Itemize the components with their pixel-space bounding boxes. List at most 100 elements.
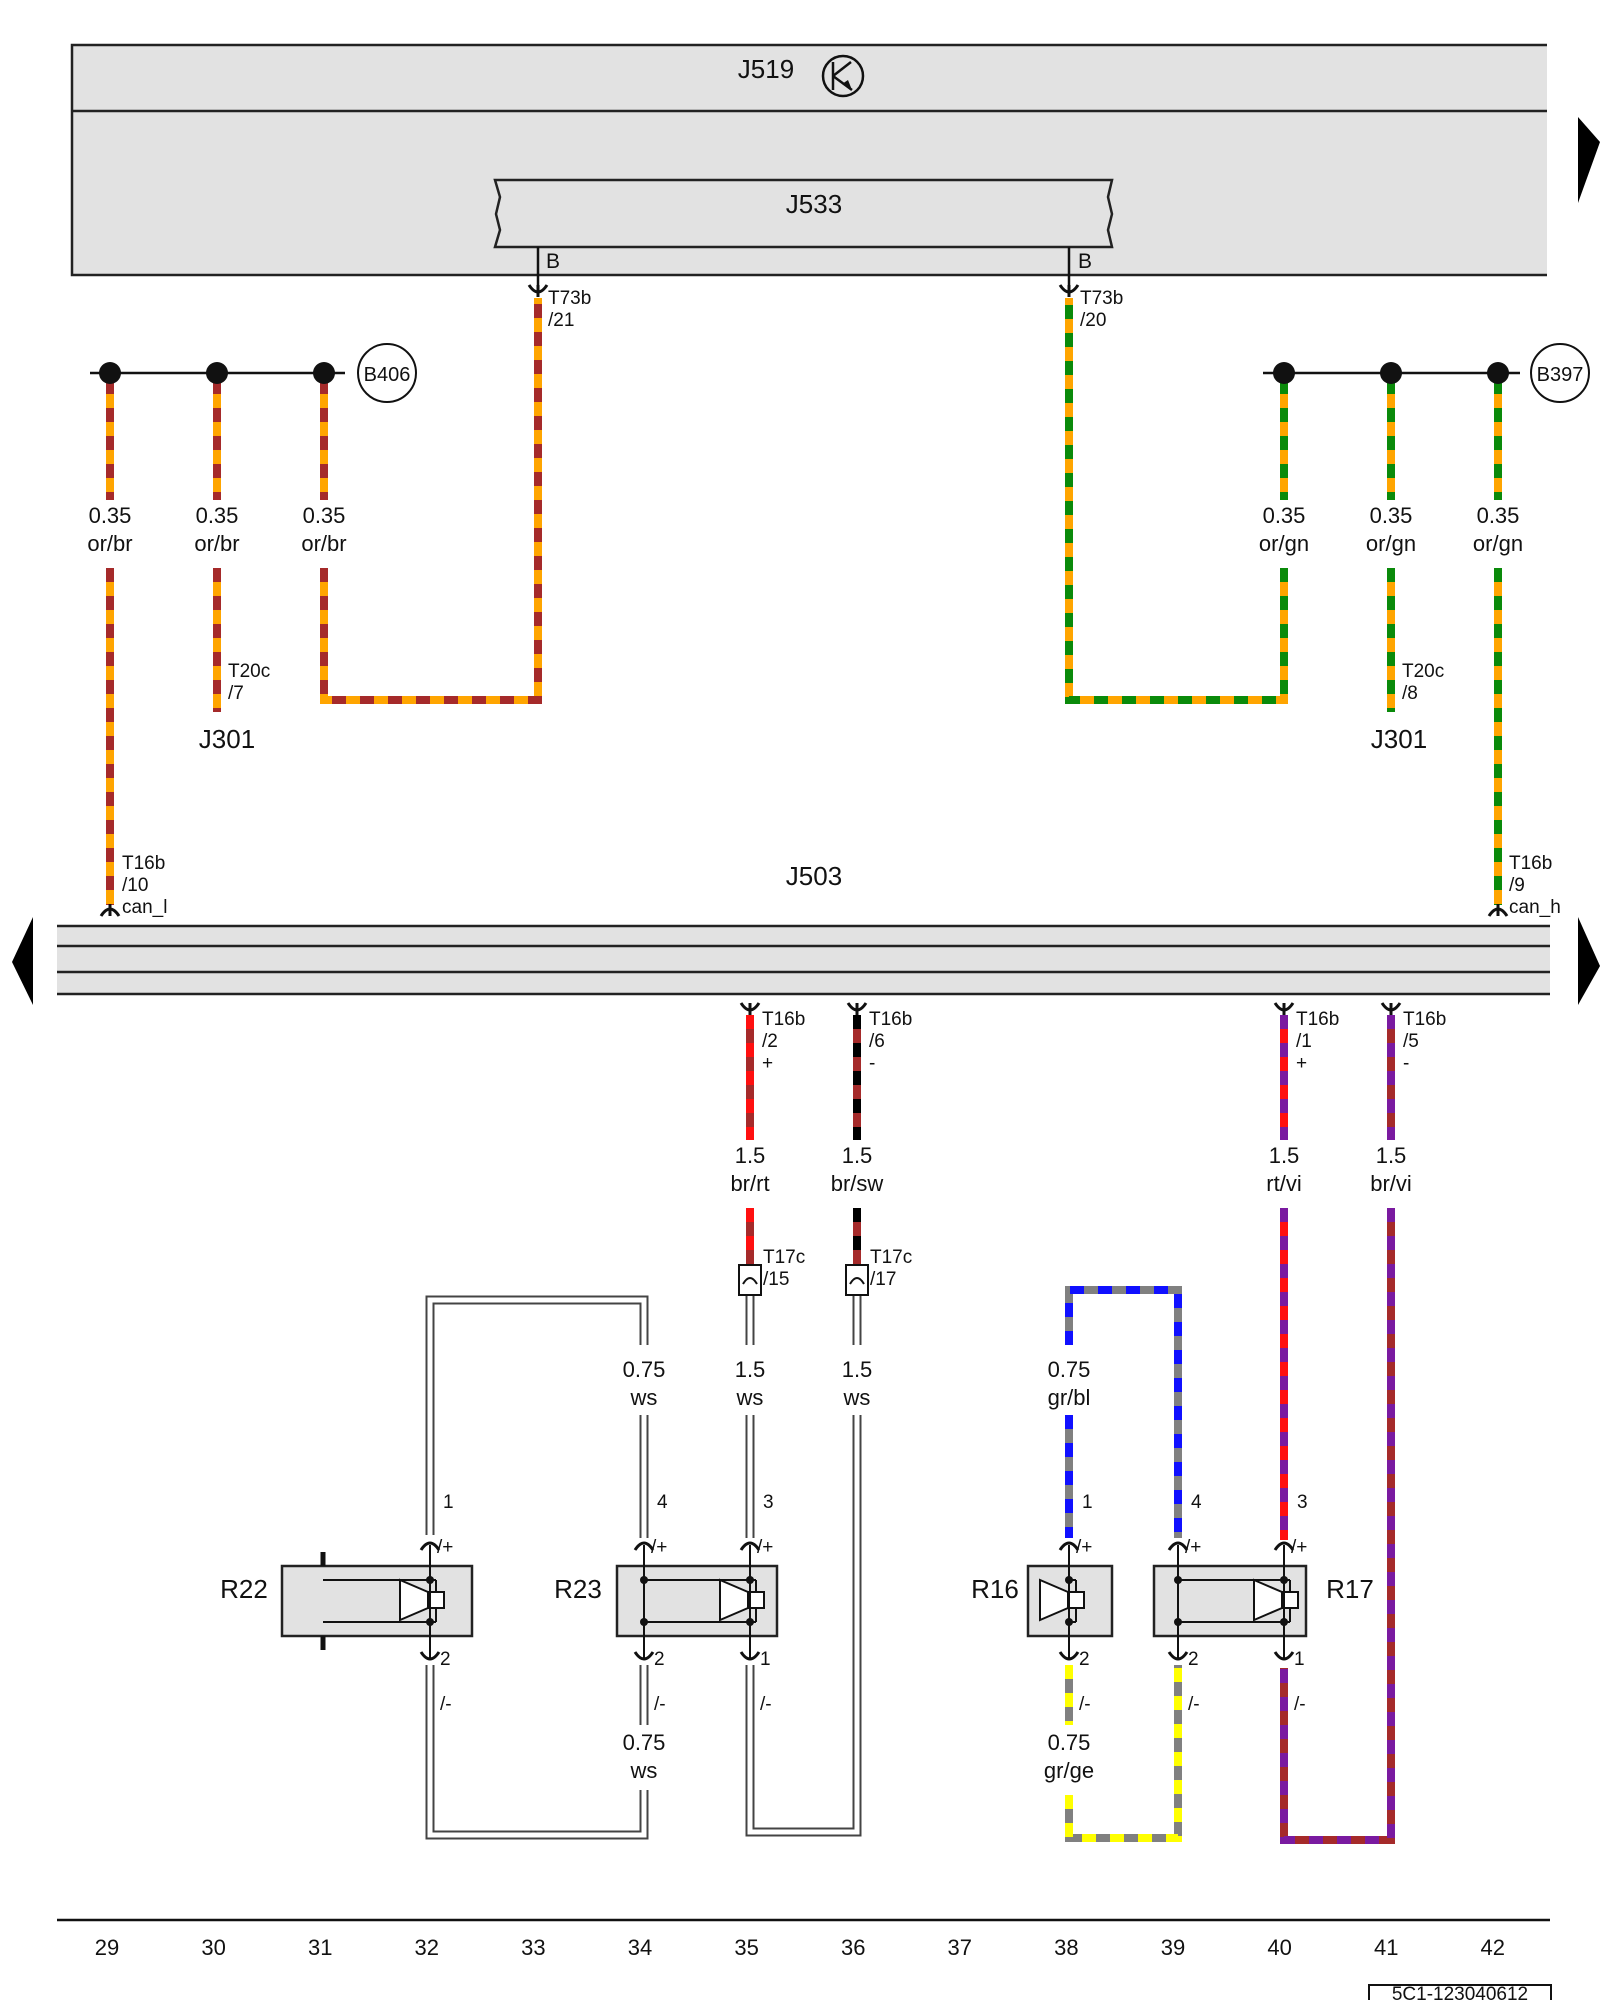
wire-w1-gauge: 0.35 <box>89 503 132 528</box>
speaker-r23-sign-bot2: /- <box>760 1694 772 1715</box>
connector-t20c-7-line0: T20c <box>228 661 270 682</box>
j503-bus: J503 <box>57 861 1550 996</box>
wire-w12-gauge: 1.5 <box>735 1357 766 1382</box>
connector-cup-icon <box>633 1651 655 1661</box>
connector-box-icon <box>845 1264 869 1296</box>
j519-label: J519 <box>738 54 794 84</box>
connector-cup-icon <box>1058 1541 1080 1551</box>
column-number: 30 <box>201 1935 225 1960</box>
speaker-r23-pin-top: 4 <box>657 1492 668 1513</box>
speaker-r23-label: R23 <box>554 1574 602 1604</box>
connector-t16b-9-line1: /9 <box>1509 875 1525 896</box>
wire-w15-gauge: 0.75 <box>623 1730 666 1755</box>
wire-w11-upper-core <box>427 1297 647 1535</box>
speaker-cone <box>719 1578 749 1622</box>
column-number: 36 <box>841 1935 865 1960</box>
wire-w16-color: gr/ge <box>1044 1758 1094 1783</box>
connector-cup-icon <box>849 1277 865 1285</box>
speaker-magnet <box>1067 1591 1085 1609</box>
connector-t17c-15-line1: /15 <box>763 1269 789 1290</box>
connector-cup-icon <box>1167 1541 1189 1551</box>
connector-t16b-2-line1: /2 <box>762 1031 778 1052</box>
speaker-r16-pin-top: 1 <box>1082 1492 1093 1513</box>
column-number: 40 <box>1267 1935 1291 1960</box>
column-number: 29 <box>95 1935 119 1960</box>
wire-w8-gauge: 1.5 <box>842 1143 873 1168</box>
column-number: 34 <box>628 1935 652 1960</box>
connector-cup-icon <box>739 1651 761 1661</box>
speaker-cone <box>399 1578 429 1622</box>
wire-w15-color: ws <box>630 1758 658 1783</box>
j503-label: J503 <box>786 861 842 891</box>
wire-w15-lower <box>425 1665 649 1840</box>
connector-t16b-9-line0: T16b <box>1509 853 1552 874</box>
b406-label: B406 <box>364 364 411 386</box>
wire-w1-color: or/br <box>87 531 132 556</box>
triangle-icon[interactable] <box>1578 117 1600 203</box>
wire-w13-lower-core <box>747 1415 860 1835</box>
connector-cup-icon <box>1058 1651 1080 1661</box>
wire-w13-gauge: 1.5 <box>842 1357 873 1382</box>
speaker-r17-sign-top2: /+ <box>1291 1537 1307 1558</box>
wire-w2-color: or/br <box>194 531 239 556</box>
wire-w7-color: br/rt <box>730 1171 769 1196</box>
wire-layer <box>106 298 1502 1844</box>
connector-labels: T73b/21T73b/20T20c/7T20c/8T16b/10can_lT1… <box>99 284 1561 1296</box>
wire-w11-upper <box>425 1295 649 1535</box>
speaker-r23-sign-top: /+ <box>651 1537 667 1558</box>
wire-w5-color: or/gn <box>1366 531 1416 556</box>
column-number: 38 <box>1054 1935 1078 1960</box>
wire-w3-lower-stripe <box>320 298 542 704</box>
speaker-r17: 4/+2/-3/+1/-R17 <box>1152 1492 1374 1715</box>
connector-t16b-1-line1: /1 <box>1296 1031 1312 1052</box>
pin-b-left: B <box>546 250 560 273</box>
speaker-r17-sign-bot: /- <box>1188 1694 1200 1715</box>
connector-t73b-21-line1: /21 <box>548 310 574 331</box>
speaker-r22-label: R22 <box>220 1574 268 1604</box>
wire-w4-lower-stripe <box>1065 298 1288 704</box>
speaker-r22-sign-bot: /- <box>440 1694 452 1715</box>
triangle-icon[interactable] <box>12 917 33 1005</box>
triangle-icon[interactable] <box>1578 917 1600 1005</box>
connector-cup-icon <box>419 1651 441 1661</box>
connector-t16b-2-line2: + <box>762 1053 773 1074</box>
connector-t17c-17-line1: /17 <box>870 1269 896 1290</box>
column-number: 39 <box>1161 1935 1185 1960</box>
speaker-r23-sign-top2: /+ <box>757 1537 773 1558</box>
speaker-cone <box>1253 1578 1283 1622</box>
wire-w10-lower-stripe <box>1280 1208 1395 1844</box>
speaker-r23-pin-top2: 3 <box>763 1492 774 1513</box>
wire-w13-color: ws <box>843 1385 871 1410</box>
wire-w11-gauge: 0.75 <box>623 1357 666 1382</box>
connector-t20c-8-line1: /8 <box>1402 683 1418 704</box>
wire-w10-gauge: 1.5 <box>1376 1143 1407 1168</box>
wire-w11-color: ws <box>630 1385 658 1410</box>
wire-w6-color: or/gn <box>1473 531 1523 556</box>
connector-t73b-21-line0: T73b <box>548 288 591 309</box>
connector-t16b-5-line1: /5 <box>1403 1031 1419 1052</box>
connector-t16b-5-line0: T16b <box>1403 1009 1446 1030</box>
speaker-r22-pin-bot: 2 <box>440 1649 451 1670</box>
connector-cup-icon <box>1273 1651 1295 1661</box>
b397-splice: B397 <box>1263 343 1590 403</box>
wire-w14-upper-stripe <box>1065 1286 1182 1538</box>
speaker-r17-pin-bot2: 1 <box>1294 1649 1305 1670</box>
speaker-r16-label: R16 <box>971 1574 1019 1604</box>
speaker-r16: 1/+2/-R16 <box>971 1492 1114 1715</box>
wire-w9-gauge: 1.5 <box>1269 1143 1300 1168</box>
j301-left-label: J301 <box>199 724 255 754</box>
connector-t16b-9-line2: can_h <box>1509 897 1561 918</box>
wire-w3-lower <box>320 298 542 704</box>
speaker-r17-pin-top2: 3 <box>1297 1492 1308 1513</box>
connector-t16b-6-line2: - <box>869 1053 875 1074</box>
b406-splice: B406 <box>90 343 417 403</box>
connector-t20c-7-line1: /7 <box>228 683 244 704</box>
wire-w6-gauge: 0.35 <box>1477 503 1520 528</box>
wire-w12-color: ws <box>736 1385 764 1410</box>
speaker-r22-sign-top: /+ <box>437 1537 453 1558</box>
wire-w14-color: gr/bl <box>1048 1385 1091 1410</box>
speaker-r23-pin-bot2: 1 <box>760 1649 771 1670</box>
connector-t16b-10-line2: can_l <box>122 897 167 918</box>
column-number: 35 <box>734 1935 758 1960</box>
speaker-r23-pin-bot: 2 <box>654 1649 665 1670</box>
